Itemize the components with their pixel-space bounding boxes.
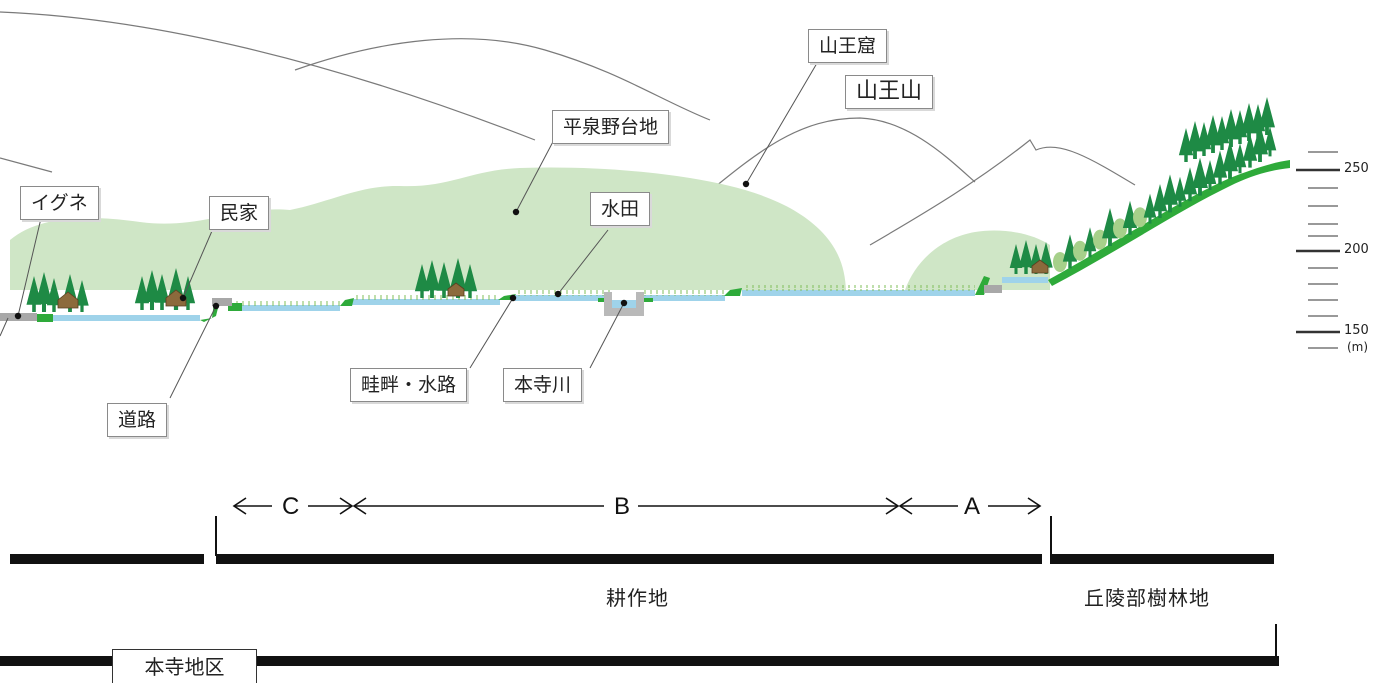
tree-icon bbox=[1187, 121, 1203, 159]
label-douro: 道路 bbox=[107, 403, 168, 437]
tree-icon bbox=[1102, 208, 1118, 246]
segment-farmland: 耕作地 bbox=[606, 586, 669, 610]
tree-icon bbox=[1122, 200, 1138, 235]
altitude-scale bbox=[1296, 151, 1340, 349]
tree-icon bbox=[1192, 157, 1208, 196]
tree-icon bbox=[424, 260, 440, 298]
leader-dots bbox=[14, 180, 750, 320]
tree-icon bbox=[1062, 234, 1078, 269]
tree-icon bbox=[1242, 133, 1258, 168]
label-hiraizumi-daichi: 平泉野台地 bbox=[552, 110, 670, 144]
tree-icon bbox=[1252, 124, 1268, 162]
tree-icon bbox=[1212, 150, 1228, 185]
tree-icon bbox=[462, 264, 478, 298]
leader-lines bbox=[0, 57, 821, 399]
scale-unit: (m) bbox=[1347, 340, 1369, 354]
tree-icon bbox=[1196, 122, 1212, 156]
tree-icon bbox=[1083, 227, 1097, 258]
label-suiden: 水田 bbox=[590, 192, 651, 226]
scale-label-200: 200 bbox=[1344, 242, 1369, 257]
tree-icon bbox=[1232, 110, 1248, 144]
tree-icon bbox=[1113, 218, 1127, 239]
zone-b-label: B bbox=[612, 493, 633, 521]
scale-label-150: 150 bbox=[1344, 323, 1369, 338]
tree-icon bbox=[1250, 104, 1266, 138]
tree-icon bbox=[1143, 193, 1157, 224]
tree-icon bbox=[1162, 174, 1178, 213]
tree-icon bbox=[1073, 240, 1087, 261]
tree-icon bbox=[1182, 167, 1198, 202]
tree-icon bbox=[1259, 97, 1275, 135]
label-igune: イグネ bbox=[20, 186, 99, 220]
tree-icon bbox=[1223, 109, 1239, 147]
tree-icon bbox=[1018, 240, 1034, 274]
tree-icon bbox=[1233, 143, 1247, 174]
tree-icon bbox=[1222, 140, 1238, 179]
houses bbox=[57, 259, 1049, 309]
hill-slope bbox=[1048, 160, 1290, 286]
tree-icon bbox=[46, 278, 62, 312]
tree-icon bbox=[1178, 128, 1194, 162]
tree-icon bbox=[1203, 160, 1217, 190]
zone-c-label: C bbox=[280, 493, 302, 521]
scale-label-250: 250 bbox=[1344, 161, 1369, 176]
label-sannou-kutsu: 山王窟 bbox=[808, 29, 888, 63]
paddy-grass bbox=[232, 285, 975, 306]
zone-a-label: A bbox=[962, 493, 983, 521]
tree-icon bbox=[1053, 252, 1067, 272]
tree-icon bbox=[1152, 184, 1168, 218]
label-sannou-san: 山王山 bbox=[845, 75, 934, 109]
tree-icon bbox=[1173, 176, 1187, 207]
paddy-water bbox=[10, 277, 1048, 321]
mountain-outlines bbox=[0, 11, 1136, 246]
label-motodera-gawa: 本寺川 bbox=[503, 368, 583, 402]
district-label: 本寺地区 bbox=[112, 649, 257, 683]
tree-icon bbox=[1241, 103, 1257, 141]
segment-hill-forest: 丘陵部樹林地 bbox=[1084, 586, 1210, 610]
tree-icon bbox=[1205, 115, 1221, 153]
label-aze-suiro: 畦畔・水路 bbox=[350, 368, 468, 402]
tree-icon bbox=[75, 280, 89, 312]
tree-icon bbox=[1133, 207, 1147, 228]
land-use-bars bbox=[0, 516, 1279, 666]
label-minka: 民家 bbox=[209, 196, 270, 230]
tree-icon bbox=[1263, 126, 1277, 157]
zone-arrows bbox=[232, 497, 1042, 515]
tree-icon bbox=[1214, 116, 1230, 150]
